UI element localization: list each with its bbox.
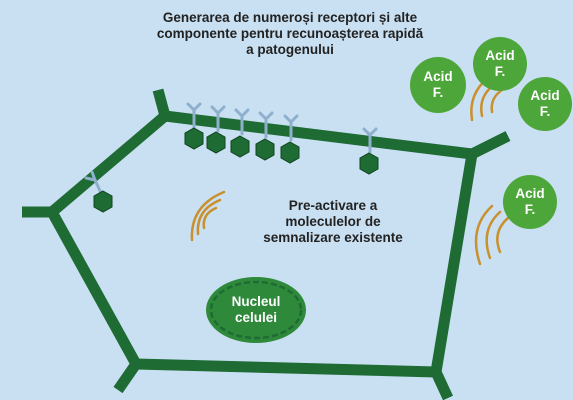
pathogen-label-line: F. [494, 64, 506, 79]
pathogen-label-line: Acid [485, 48, 515, 63]
molecule [359, 152, 379, 175]
preactivation-line: moleculelor de [285, 214, 381, 229]
receptor [362, 127, 378, 154]
molecule [93, 190, 113, 213]
receptor [258, 111, 274, 139]
preactivation-line: semnalizare existente [263, 230, 403, 245]
pathogen-label-line: F. [524, 202, 536, 217]
receptor-group [84, 102, 378, 195]
pathogen-circle [410, 57, 466, 113]
signal-wave [474, 204, 510, 266]
molecule [280, 141, 300, 164]
nucleus-label: Nucleul celulei [216, 294, 296, 326]
preactivation-line: Pre-activare a [288, 198, 378, 213]
pathogen-label-line: Acid [515, 186, 545, 201]
title-line: a patogenului [246, 42, 334, 57]
pathogen-label: Acid F. [470, 48, 530, 80]
molecule [206, 131, 226, 154]
pathogen-label: Acid F. [500, 186, 560, 218]
receptor [84, 170, 103, 195]
pathogen-label: Acid F. [515, 88, 573, 120]
pathogen-label: Acid F. [408, 69, 468, 101]
receptor [210, 105, 226, 133]
nucleus-label-line: Nucleul [231, 294, 281, 309]
pathogen-circle [503, 175, 557, 229]
signal-wave [190, 190, 226, 242]
pathogen-group [410, 37, 572, 229]
pathogen-label-line: F. [432, 85, 444, 100]
preactivation-text: Pre-activare a moleculelor de semnalizar… [238, 198, 428, 246]
nucleus [206, 277, 306, 343]
molecule [255, 138, 275, 161]
nucleus-label-line: celulei [234, 310, 278, 325]
molecule-group [93, 127, 379, 213]
receptor [283, 114, 299, 142]
title-line: componente pentru recunoașterea rapidă [156, 26, 424, 41]
pathogen-label-line: F. [539, 104, 551, 119]
pathogen-circle [518, 77, 572, 131]
cell-wall [22, 88, 511, 400]
title-line: Generarea de numeroși receptori și alte [162, 10, 418, 25]
pathogen-label-line: Acid [530, 88, 560, 103]
pathogen-label-line: Acid [423, 69, 453, 84]
receptor [186, 102, 202, 130]
molecule [230, 135, 250, 158]
receptor [234, 108, 250, 136]
title-text: Generarea de numeroși receptori și alte … [100, 10, 480, 58]
molecule [184, 127, 204, 150]
pathogen-circle [473, 37, 527, 91]
